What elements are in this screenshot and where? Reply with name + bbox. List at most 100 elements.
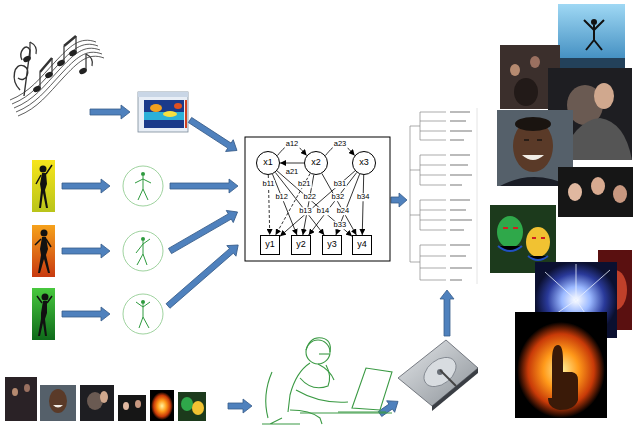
edge-label: b21: [297, 180, 312, 188]
photo: [558, 167, 633, 217]
sketch-line: [306, 338, 330, 352]
thumbnail: [80, 385, 114, 421]
sketch-line: [288, 363, 310, 412]
circle-outline: [257, 152, 280, 175]
thumbnail-detail: [53, 405, 63, 408]
note-stem: [30, 36, 86, 88]
node-label: y4: [357, 240, 367, 250]
photo-detail: [530, 56, 540, 68]
photo-detail: [522, 155, 544, 160]
music-notes: [10, 36, 104, 116]
node-label: x1: [263, 158, 273, 168]
photo: [515, 312, 607, 418]
edge-label: b24: [336, 207, 351, 215]
block-arrow: [186, 114, 241, 156]
blob: [174, 103, 182, 109]
pose-circle: [123, 294, 163, 334]
sketch-line: [300, 412, 392, 413]
note-head: [44, 71, 54, 79]
photo-detail: [591, 19, 597, 25]
plot: [144, 100, 184, 128]
sketch-line: [306, 340, 330, 364]
thumbnail-detail: [123, 402, 129, 410]
connector: [280, 171, 355, 236]
circle-outline: [123, 294, 163, 334]
edge-label: b32: [331, 193, 346, 201]
dendrogram: [410, 108, 477, 284]
window: [138, 92, 188, 132]
note-head: [78, 67, 88, 75]
thumbnail-detail: [135, 400, 141, 408]
edge-label: b14: [316, 207, 331, 215]
sketch-line: [352, 368, 392, 410]
note-head: [22, 55, 32, 63]
leaf-marks: [450, 112, 472, 280]
silhouette: [39, 173, 48, 208]
pose-circle: [123, 231, 163, 271]
drive-arm: [440, 370, 456, 386]
block-arrow: [376, 396, 402, 420]
thumbnail: [150, 390, 174, 421]
drive-case: [398, 340, 478, 406]
photo-detail: [594, 83, 614, 109]
drive-platter: [418, 351, 461, 392]
block-arrow: [170, 179, 238, 193]
pose-circle: [123, 166, 163, 206]
annotator-sketch: [262, 338, 392, 424]
block-arrow: [391, 193, 407, 207]
photo-detail: [497, 216, 523, 248]
state-circle: x3: [352, 151, 376, 175]
state-circle: x2: [304, 151, 328, 175]
block-arrow: [62, 244, 110, 258]
thumbnail-detail: [49, 389, 67, 413]
note-head: [56, 59, 66, 67]
silhouette: [37, 296, 52, 303]
photo-detail: [568, 183, 582, 201]
photo-collage: [490, 4, 633, 418]
edge-label: b11: [262, 180, 276, 188]
node-label: x2: [311, 158, 321, 168]
photo-detail: [526, 227, 550, 257]
block-arrow: [62, 307, 110, 321]
photo-detail: [584, 20, 604, 50]
stick-figure: [136, 239, 150, 265]
observation-box: y1: [260, 235, 280, 255]
photo-detail: [548, 345, 578, 410]
sketch-line: [338, 411, 386, 412]
circle-outline: [123, 166, 163, 206]
block-arrow: [90, 105, 130, 119]
tree-border: [477, 108, 478, 284]
blob: [150, 104, 162, 112]
thumbnail-detail: [100, 391, 108, 403]
edge-label: b33: [333, 221, 348, 229]
photo-detail: [517, 322, 605, 418]
edge-label: b22: [303, 193, 318, 201]
dancer-photo: [32, 160, 55, 212]
silhouette: [36, 165, 52, 184]
block-arrow: [62, 179, 110, 193]
block-arrow: [228, 399, 252, 413]
sketch-line: [296, 390, 348, 402]
stick-head: [141, 300, 145, 304]
connector: [277, 171, 352, 236]
node-label: y1: [265, 240, 275, 250]
connector: [362, 175, 363, 235]
silhouette: [40, 166, 47, 173]
thumbnail-detail: [12, 388, 18, 396]
dancer-photo: [32, 288, 55, 340]
sketch-line: [318, 364, 334, 380]
thumbnail-detail: [192, 401, 204, 415]
stick-figure: [136, 302, 150, 328]
sketch-line: [300, 365, 330, 388]
photo-detail: [498, 246, 548, 260]
sketch-line: [262, 372, 300, 424]
hard-drive: [398, 340, 478, 411]
thumbnail-detail: [24, 384, 30, 392]
thumbnail: [118, 395, 146, 421]
circle-outline: [123, 231, 163, 271]
edge-label: b31: [333, 180, 348, 188]
edge-label: a12: [285, 140, 300, 148]
state-circle: x1: [256, 151, 280, 175]
sketch-line: [290, 410, 322, 424]
